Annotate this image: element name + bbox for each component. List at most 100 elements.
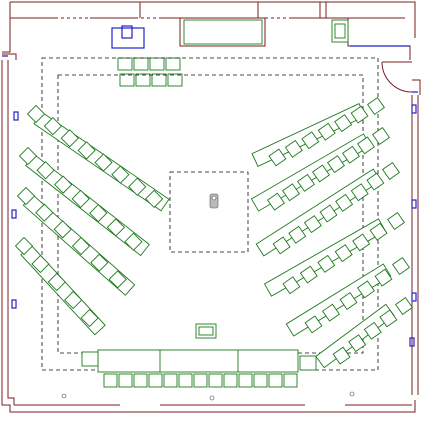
chair	[392, 257, 410, 275]
desk-chairs	[117, 57, 183, 87]
chair	[64, 290, 83, 310]
chair	[124, 232, 143, 251]
chair	[26, 104, 46, 124]
chair	[18, 146, 38, 166]
chair	[53, 220, 72, 239]
seating-left-diagonal	[14, 104, 170, 336]
chair	[272, 236, 291, 255]
sink-basin	[121, 25, 133, 39]
sink-counter	[111, 27, 145, 49]
chair	[111, 165, 130, 184]
chair	[332, 346, 351, 365]
presenter-figure	[209, 193, 219, 209]
chair	[299, 265, 318, 284]
chair	[352, 233, 371, 252]
chair	[283, 373, 298, 388]
top-fixtures	[111, 19, 349, 49]
chair	[103, 373, 118, 388]
chair	[357, 136, 375, 155]
chair	[348, 334, 367, 353]
chair	[387, 212, 405, 230]
chair	[334, 244, 353, 263]
window-left-1	[13, 111, 19, 121]
exterior-walls	[1, 1, 421, 413]
chair	[282, 276, 301, 295]
chair	[327, 155, 345, 174]
entry-door[interactable]	[381, 61, 413, 93]
windows	[2, 45, 418, 347]
chair	[71, 189, 90, 208]
chair	[54, 175, 73, 194]
seating-right-diagonal	[250, 97, 413, 369]
chair	[80, 308, 99, 328]
chair	[367, 97, 385, 115]
chair	[118, 373, 133, 388]
chair	[304, 315, 323, 334]
chair	[317, 122, 336, 141]
floor-outlets	[61, 391, 355, 401]
chair	[193, 373, 208, 388]
bottom-chair-row	[103, 373, 298, 388]
chair	[317, 254, 336, 273]
chair	[363, 321, 382, 340]
chair	[322, 303, 340, 322]
chair	[312, 164, 330, 183]
chair	[128, 177, 147, 196]
chair	[106, 218, 125, 237]
window-left-2	[11, 209, 17, 219]
chair	[208, 373, 223, 388]
chair	[301, 131, 320, 150]
chair	[71, 236, 91, 256]
chair	[339, 292, 358, 310]
chair	[288, 225, 307, 244]
chair	[366, 172, 385, 191]
chair	[268, 148, 287, 167]
chair	[89, 204, 108, 223]
chair	[297, 173, 315, 192]
chair	[395, 297, 413, 315]
chair	[90, 253, 109, 272]
chair	[267, 192, 285, 211]
chair	[223, 373, 238, 388]
chair	[178, 373, 193, 388]
chair	[319, 204, 338, 223]
chair	[238, 373, 253, 388]
podium	[195, 323, 217, 339]
chair	[268, 373, 283, 388]
window-right-4	[409, 337, 415, 347]
chair	[148, 373, 163, 388]
chair	[16, 186, 36, 206]
chair	[303, 215, 322, 234]
chair	[133, 373, 148, 388]
chair	[14, 236, 34, 256]
bottom-table-row	[81, 349, 317, 373]
front-desk	[183, 19, 263, 45]
chair	[369, 222, 388, 241]
chair	[374, 268, 393, 287]
chair	[357, 280, 375, 299]
chair	[382, 162, 400, 180]
chair	[108, 270, 127, 289]
chair	[60, 129, 79, 148]
chair	[36, 161, 55, 180]
chair	[31, 254, 50, 274]
chair	[379, 309, 398, 328]
chair	[163, 373, 178, 388]
chair	[35, 203, 54, 222]
chair	[334, 114, 353, 133]
chair	[372, 127, 390, 145]
chair	[253, 373, 268, 388]
chair	[43, 117, 62, 136]
window-right-2	[411, 199, 417, 209]
chair	[335, 193, 354, 212]
chair	[145, 189, 164, 208]
chair	[284, 139, 303, 158]
chair	[94, 153, 113, 172]
cabinet-inner	[334, 23, 346, 39]
window-right-1	[411, 104, 417, 114]
window-left-3	[11, 299, 17, 309]
chair	[47, 272, 66, 292]
window-right-3	[411, 292, 417, 302]
chair	[350, 105, 369, 124]
